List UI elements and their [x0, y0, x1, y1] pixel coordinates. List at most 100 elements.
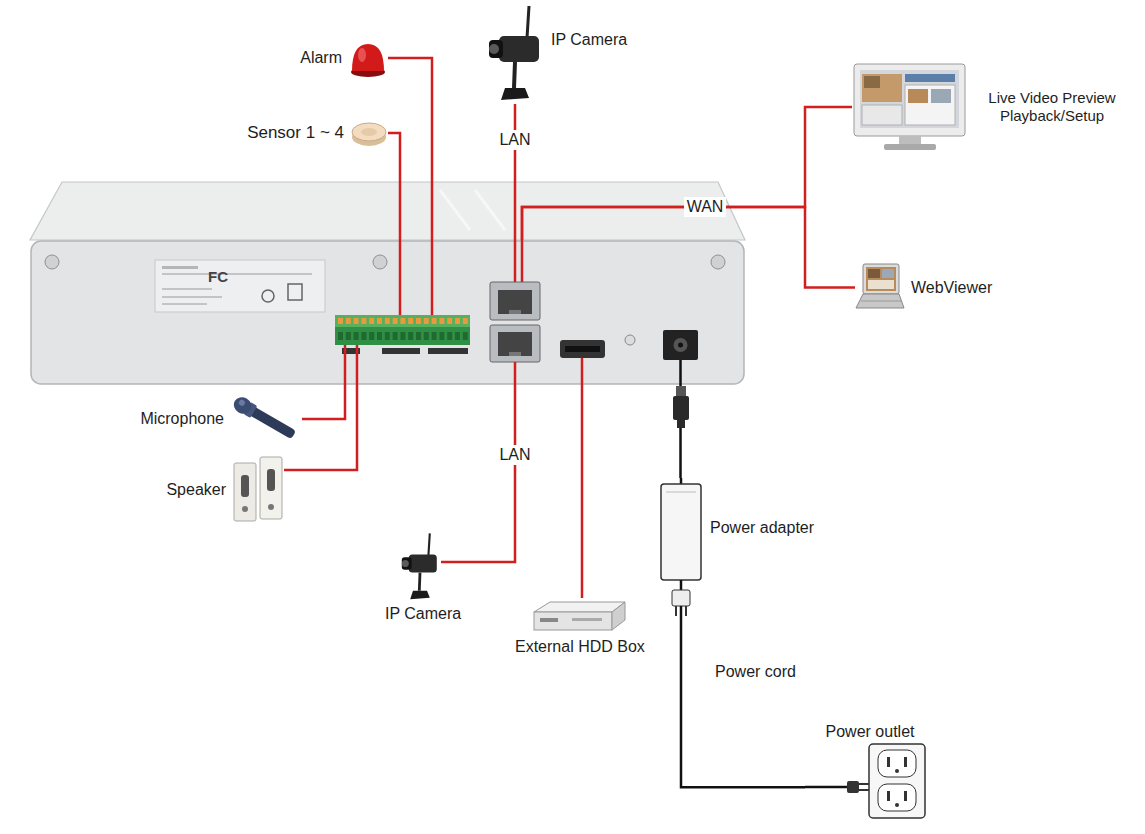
nvr-unit-part: [408, 318, 413, 324]
icon-part: [884, 144, 936, 150]
icon-part: [866, 267, 896, 291]
alarm-device: Alarm: [300, 38, 388, 78]
icon-part: [428, 533, 429, 555]
node-label: Live Video Preview Playback/Setup: [973, 89, 1131, 125]
plug-body: [673, 396, 689, 420]
nvr-unit-part: [338, 332, 343, 340]
nvr-unit-part: [521, 240, 524, 282]
icon-part: [904, 791, 907, 801]
icon-part: [534, 602, 625, 612]
laptop-client: WebViewer: [855, 260, 992, 315]
icon-part: [260, 457, 282, 519]
nvr-unit-part: [428, 348, 468, 354]
connector-wire: [302, 385, 345, 419]
node-label: Power outlet: [826, 722, 915, 741]
icon-part: [895, 803, 899, 807]
nvr-unit-part: [338, 318, 343, 324]
icon-part: [882, 269, 894, 278]
nvr-unit-part: [346, 318, 351, 324]
nvr-unit-part: [288, 284, 302, 300]
nvr-unit-part: [498, 332, 532, 356]
icon-part: [862, 105, 902, 125]
nvr-unit-part: [490, 282, 540, 320]
nvr-unit-part: [354, 332, 359, 340]
icon-part: [869, 744, 925, 818]
speaker-device: Speaker: [166, 455, 284, 525]
nvr-unit-part: [162, 288, 212, 290]
nvr-unit-part: [679, 360, 682, 385]
connector-wire: [441, 385, 515, 562]
device-top-face: [30, 182, 745, 240]
icon-part: [899, 136, 921, 144]
icon: [232, 455, 284, 525]
icon-part: [887, 757, 890, 767]
icon-part: [231, 396, 255, 417]
hdd-box: External HDD Box: [515, 598, 645, 656]
icon-part: [268, 504, 274, 510]
nvr-unit-part: [45, 255, 59, 269]
icon-part: [489, 44, 499, 54]
nvr-unit-part: [447, 332, 452, 340]
icon-part: [348, 38, 388, 78]
nvr-unit: FC: [30, 240, 745, 385]
wire-label: WAN: [684, 197, 727, 216]
icon-part: [402, 557, 412, 570]
icon-part: [863, 264, 899, 294]
nvr-unit-part: [335, 315, 470, 345]
nvr-unit-part: [361, 332, 366, 340]
nvr-unit-part: [262, 290, 274, 302]
nvr-unit-part: [625, 335, 635, 345]
connector-wire: [681, 618, 805, 787]
monitor-client: Live Video Preview Playback/Setup: [852, 62, 1131, 152]
icon-part: [904, 757, 907, 767]
nvr-unit-part: [514, 362, 517, 385]
nvr-unit-part: [509, 310, 521, 314]
microphone-device: Microphone: [140, 396, 302, 442]
icon-part: [267, 469, 275, 491]
nvr-unit-part: [678, 343, 683, 348]
nvr-unit-part: [385, 332, 390, 340]
connector-wire: [284, 385, 357, 470]
wire-label: Power cord: [712, 662, 799, 681]
icon: [852, 62, 967, 152]
nvr-unit-part: [416, 318, 421, 324]
nvr-unit-part: [463, 318, 468, 324]
icon: [658, 478, 704, 618]
nvr-unit-part: [439, 332, 444, 340]
icon-part: [908, 89, 928, 103]
nvr-unit-part: [490, 325, 540, 362]
connector-wire: [514, 104, 517, 240]
nvr-unit-part: [581, 358, 584, 385]
icon-part: [905, 85, 955, 125]
ip-camera: IP Camera: [385, 532, 461, 623]
node-label: Power adapter: [710, 518, 814, 537]
icon: [532, 598, 627, 633]
nvr-unit-part: [408, 332, 413, 340]
node-label: IP Camera: [551, 30, 627, 49]
icon-part: [230, 396, 302, 442]
nvr-unit-part: [382, 348, 420, 354]
icon-part: [234, 463, 256, 521]
icon-part: [352, 123, 386, 141]
nvr-unit-part: [335, 315, 470, 327]
nvr-unit-part: [385, 318, 390, 324]
nvr-unit-part: [30, 240, 745, 385]
icon-part: [242, 506, 248, 512]
node-label: Microphone: [140, 409, 224, 428]
icon: [855, 260, 905, 315]
nvr-unit-part: [393, 332, 398, 340]
wire-label: LAN: [496, 130, 533, 149]
icon-part: [350, 118, 388, 148]
nvr-unit-part: [439, 318, 444, 324]
nvr-unit-part: [400, 318, 405, 324]
node-label: FC: [208, 268, 228, 286]
icon-part: [864, 76, 880, 88]
plug-tip: [676, 386, 686, 396]
nvr-unit-part: [373, 255, 387, 269]
icon-part: [675, 606, 677, 616]
nvr-unit-part: [344, 345, 347, 385]
power-outlet: Power outlet: [805, 722, 935, 821]
icon-part: [241, 475, 249, 497]
nvr-unit-part: [432, 318, 437, 324]
